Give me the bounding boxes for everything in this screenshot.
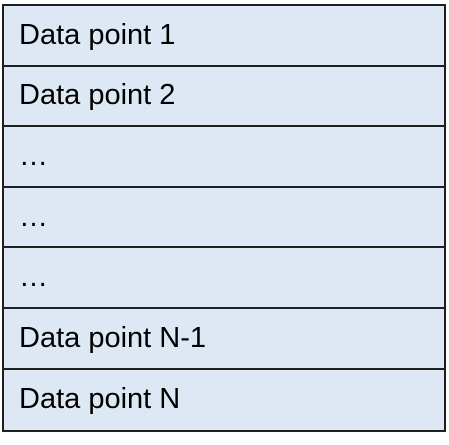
row-data-point-1: Data point 1: [4, 6, 444, 67]
row-ellipsis: …: [4, 187, 444, 249]
row-label: Data point N-1: [19, 321, 206, 354]
row-ellipsis: …: [4, 248, 444, 309]
row-label: …: [19, 261, 48, 294]
row-data-point-n: Data point N: [4, 369, 444, 431]
row-label: Data point 2: [19, 79, 176, 112]
data-point-stack: Data point 1 Data point 2 … … … Data poi…: [2, 4, 446, 433]
row-data-point-2: Data point 2: [4, 66, 444, 128]
row-label: Data point 1: [19, 18, 176, 51]
row-ellipsis: …: [4, 127, 444, 188]
row-label: Data point N: [19, 383, 181, 416]
row-label: …: [19, 200, 48, 233]
row-data-point-n-minus-1: Data point N-1: [4, 308, 444, 370]
row-label: …: [19, 139, 48, 172]
